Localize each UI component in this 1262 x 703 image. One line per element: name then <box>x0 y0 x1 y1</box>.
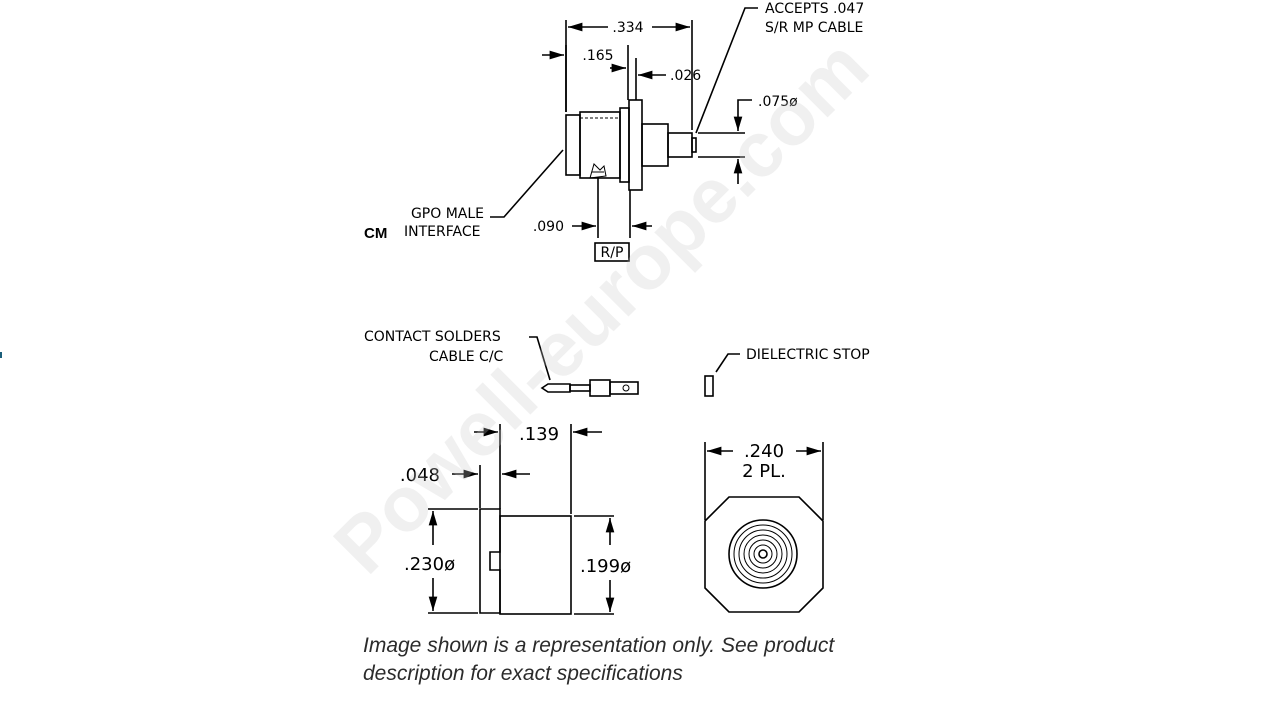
series-code: CM <box>364 225 387 242</box>
rp-box-label: R/P <box>601 245 624 261</box>
dim-label-flange-diameter: .230ø <box>404 554 455 575</box>
dim-body-diameter: .199ø <box>574 515 631 615</box>
dim-label-overall-length: .334 <box>612 20 643 36</box>
cable-label-line2: S/R MP CABLE <box>765 20 863 36</box>
dim-label-interface-depth: .090 <box>533 219 564 235</box>
edge-marker <box>0 352 2 358</box>
dim-label-flange-width: .240 <box>744 441 784 462</box>
contact-label-line2: CABLE C/C <box>429 349 504 365</box>
dielectric-stop-part: DIELECTRIC STOP <box>704 347 870 397</box>
dim-cable-diameter: .075ø <box>698 94 798 184</box>
dielectric-stop-label: DIELECTRIC STOP <box>746 347 870 363</box>
dim-flange-position: .165 <box>542 45 629 112</box>
dim-label-cable-diameter: .075ø <box>758 94 798 110</box>
rp-box <box>594 242 630 262</box>
dim-label-flange-thickness: .026 <box>670 68 701 84</box>
dim-label-flange-position: .165 <box>582 48 613 64</box>
cable-callout: ACCEPTS .047 S/R MP CABLE <box>695 1 864 134</box>
dim-label-side-length: .139 <box>519 424 559 445</box>
interface-callout: GPO MALE INTERFACE CM <box>364 149 564 242</box>
dim-flange-thickness: .026 <box>635 58 701 100</box>
dim-label-slot-width: .048 <box>400 465 440 486</box>
flange-front-view <box>704 496 824 613</box>
dim-interface-depth: .090 R/P <box>533 178 652 262</box>
watermark: Powell-europe.com <box>317 22 885 590</box>
dim-side-length: .139 <box>474 424 602 514</box>
dim-slot-width: .048 <box>400 465 530 508</box>
contact-label-line1: CONTACT SOLDERS <box>364 329 501 345</box>
interface-label-line1: GPO MALE <box>411 206 484 222</box>
contact-part: CONTACT SOLDERS CABLE C/C <box>364 329 639 397</box>
flange-side-view <box>479 508 572 615</box>
dim-label-body-diameter: .199ø <box>580 556 631 577</box>
cable-label-line1: ACCEPTS .047 <box>765 1 864 17</box>
dim-flange-diameter: .230ø <box>404 508 478 614</box>
interface-label-line2: INTERFACE <box>404 224 480 240</box>
disclaimer-caption: Image shown is a representation only. Se… <box>363 634 835 685</box>
dim-label-flange-width-qty: 2 PL. <box>742 461 786 482</box>
dim-flange-width: .240 2 PL. <box>704 441 824 520</box>
